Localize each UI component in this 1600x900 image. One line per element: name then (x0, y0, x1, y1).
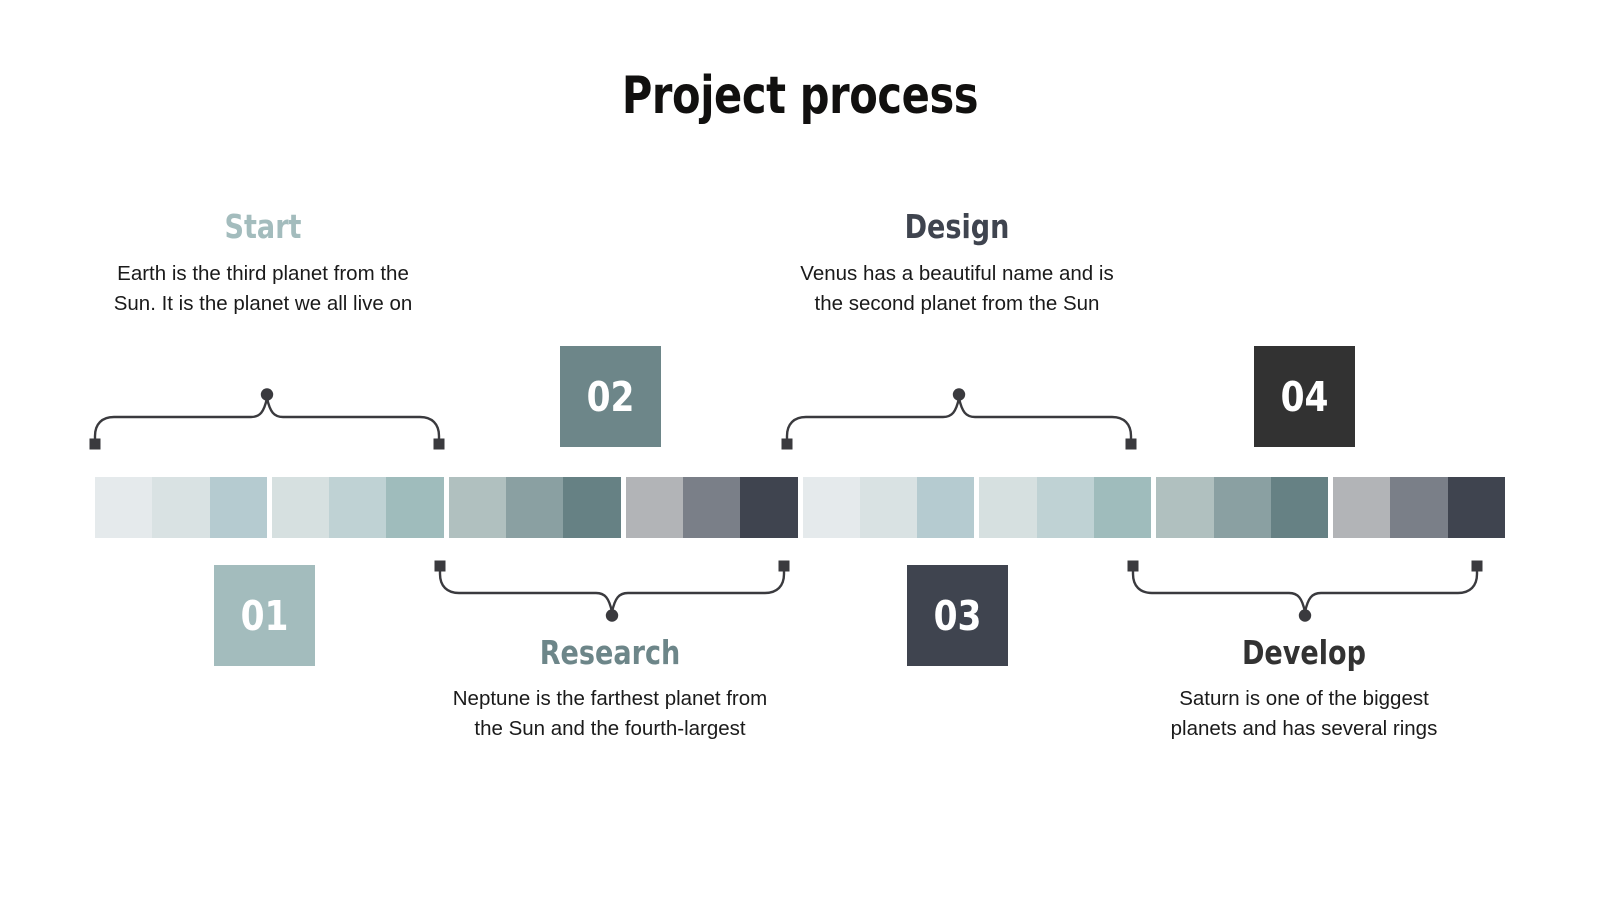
color-swatch (209, 477, 267, 538)
step-text-block-01: Start Earth is the third planet from the… (103, 207, 423, 320)
color-swatch (1093, 477, 1152, 538)
color-swatch (563, 477, 621, 538)
color-swatch (506, 477, 564, 538)
step-body-03: Venus has a beautiful name and is the se… (800, 261, 1114, 316)
color-spectrum-bar (95, 477, 1506, 538)
color-swatch (1333, 477, 1391, 538)
brace-step-03 (781, 388, 1137, 450)
step-text-block-03: Design Venus has a beautiful name and is… (797, 207, 1117, 320)
color-swatch (152, 477, 210, 538)
swatch-group (448, 477, 621, 538)
color-swatch (625, 477, 683, 538)
color-swatch (271, 477, 330, 538)
color-swatch (859, 477, 918, 538)
step-heading-02: Research (539, 633, 681, 672)
swatch-group (1333, 477, 1506, 538)
color-swatch (1270, 477, 1329, 538)
color-swatch (95, 477, 153, 538)
color-swatch (448, 477, 507, 538)
step-number-label: 02 (586, 372, 635, 421)
swatch-group (802, 477, 975, 538)
step-body-01: Earth is the third planet from the Sun. … (113, 261, 413, 316)
swatch-group (95, 477, 267, 538)
color-swatch (1036, 477, 1094, 538)
step-body-04: Saturn is one of the biggest planets and… (1170, 686, 1438, 741)
brace-step-04 (1127, 560, 1483, 622)
color-swatch (1156, 477, 1214, 538)
step-number-badge-01[interactable]: 01 (214, 565, 315, 666)
color-swatch (1447, 477, 1506, 538)
step-heading-04: Develop (1241, 633, 1367, 672)
color-swatch (1390, 477, 1448, 538)
color-swatch (802, 477, 860, 538)
color-swatch (740, 477, 798, 538)
swatch-group (625, 477, 798, 538)
step-text-block-04: Develop Saturn is one of the biggest pla… (1144, 633, 1464, 745)
color-swatch (329, 477, 387, 538)
page-title: Project process (621, 66, 979, 126)
color-swatch (917, 477, 975, 538)
step-number-badge-03[interactable]: 03 (907, 565, 1008, 666)
brace-step-01 (89, 388, 445, 450)
step-number-label: 01 (240, 591, 289, 640)
step-number-badge-04[interactable]: 04 (1254, 346, 1355, 447)
step-number-label: 04 (1280, 372, 1329, 421)
step-heading-01: Start (224, 207, 302, 246)
color-swatch (386, 477, 444, 538)
step-number-badge-02[interactable]: 02 (560, 346, 661, 447)
swatch-group (271, 477, 444, 538)
color-swatch (1213, 477, 1271, 538)
step-heading-03: Design (904, 207, 1010, 246)
step-text-block-02: Research Neptune is the farthest planet … (450, 633, 770, 745)
step-body-02: Neptune is the farthest planet from the … (452, 686, 768, 741)
color-swatch (682, 477, 741, 538)
swatch-group (1156, 477, 1329, 538)
step-number-label: 03 (933, 591, 982, 640)
swatch-group (979, 477, 1152, 538)
color-swatch (979, 477, 1037, 538)
brace-step-02 (434, 560, 790, 622)
